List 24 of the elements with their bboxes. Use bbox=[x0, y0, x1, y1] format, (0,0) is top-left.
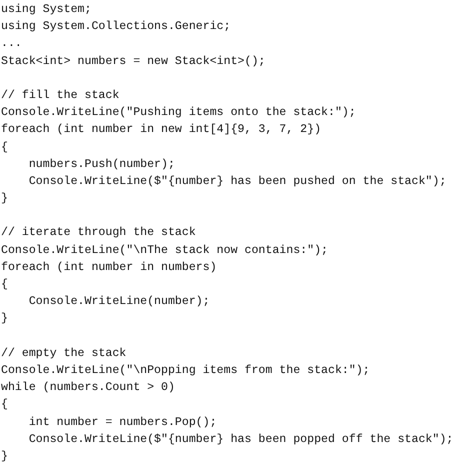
code-line: { bbox=[1, 277, 9, 293]
code-line: Console.WriteLine($"{number} has been pushed on the stack"); bbox=[28, 174, 448, 190]
code-line: using System; bbox=[1, 2, 92, 18]
code-line: numbers.Push(number); bbox=[28, 156, 176, 173]
code-line: Console.WriteLine(number); bbox=[28, 294, 211, 310]
code-line: Console.WriteLine("\nPopping items from the stack:"); bbox=[1, 362, 371, 379]
code-line: // empty the stack bbox=[1, 346, 128, 362]
code-line: } bbox=[1, 311, 9, 328]
code-line: foreach (int number in new int[4]{9, 3, 7, 2}) bbox=[1, 122, 322, 138]
code-line: Console.WriteLine("Pushing items onto the stack:"); bbox=[1, 105, 357, 122]
code-line: ... bbox=[1, 36, 23, 52]
code-line: } bbox=[1, 191, 9, 208]
code-line: { bbox=[1, 140, 9, 156]
code-line: using System.Collections.Generic; bbox=[1, 19, 232, 36]
code-line: { bbox=[1, 397, 9, 414]
code-line: // fill the stack bbox=[1, 88, 120, 104]
code-line: Stack<int> numbers = new Stack<int>(); bbox=[1, 54, 266, 70]
code-line: while (numbers.Count > 0) bbox=[1, 380, 176, 396]
code-line: Console.WriteLine($"{number} has been popped off the stack"); bbox=[28, 432, 454, 448]
code-line: foreach (int number in numbers) bbox=[1, 260, 218, 276]
code-line: Console.WriteLine("\nThe stack now contains:"); bbox=[1, 242, 329, 259]
code-line: int number = numbers.Pop(); bbox=[28, 414, 218, 430]
code-line: } bbox=[1, 448, 9, 463]
code-line: // iterate through the stack bbox=[1, 225, 197, 242]
